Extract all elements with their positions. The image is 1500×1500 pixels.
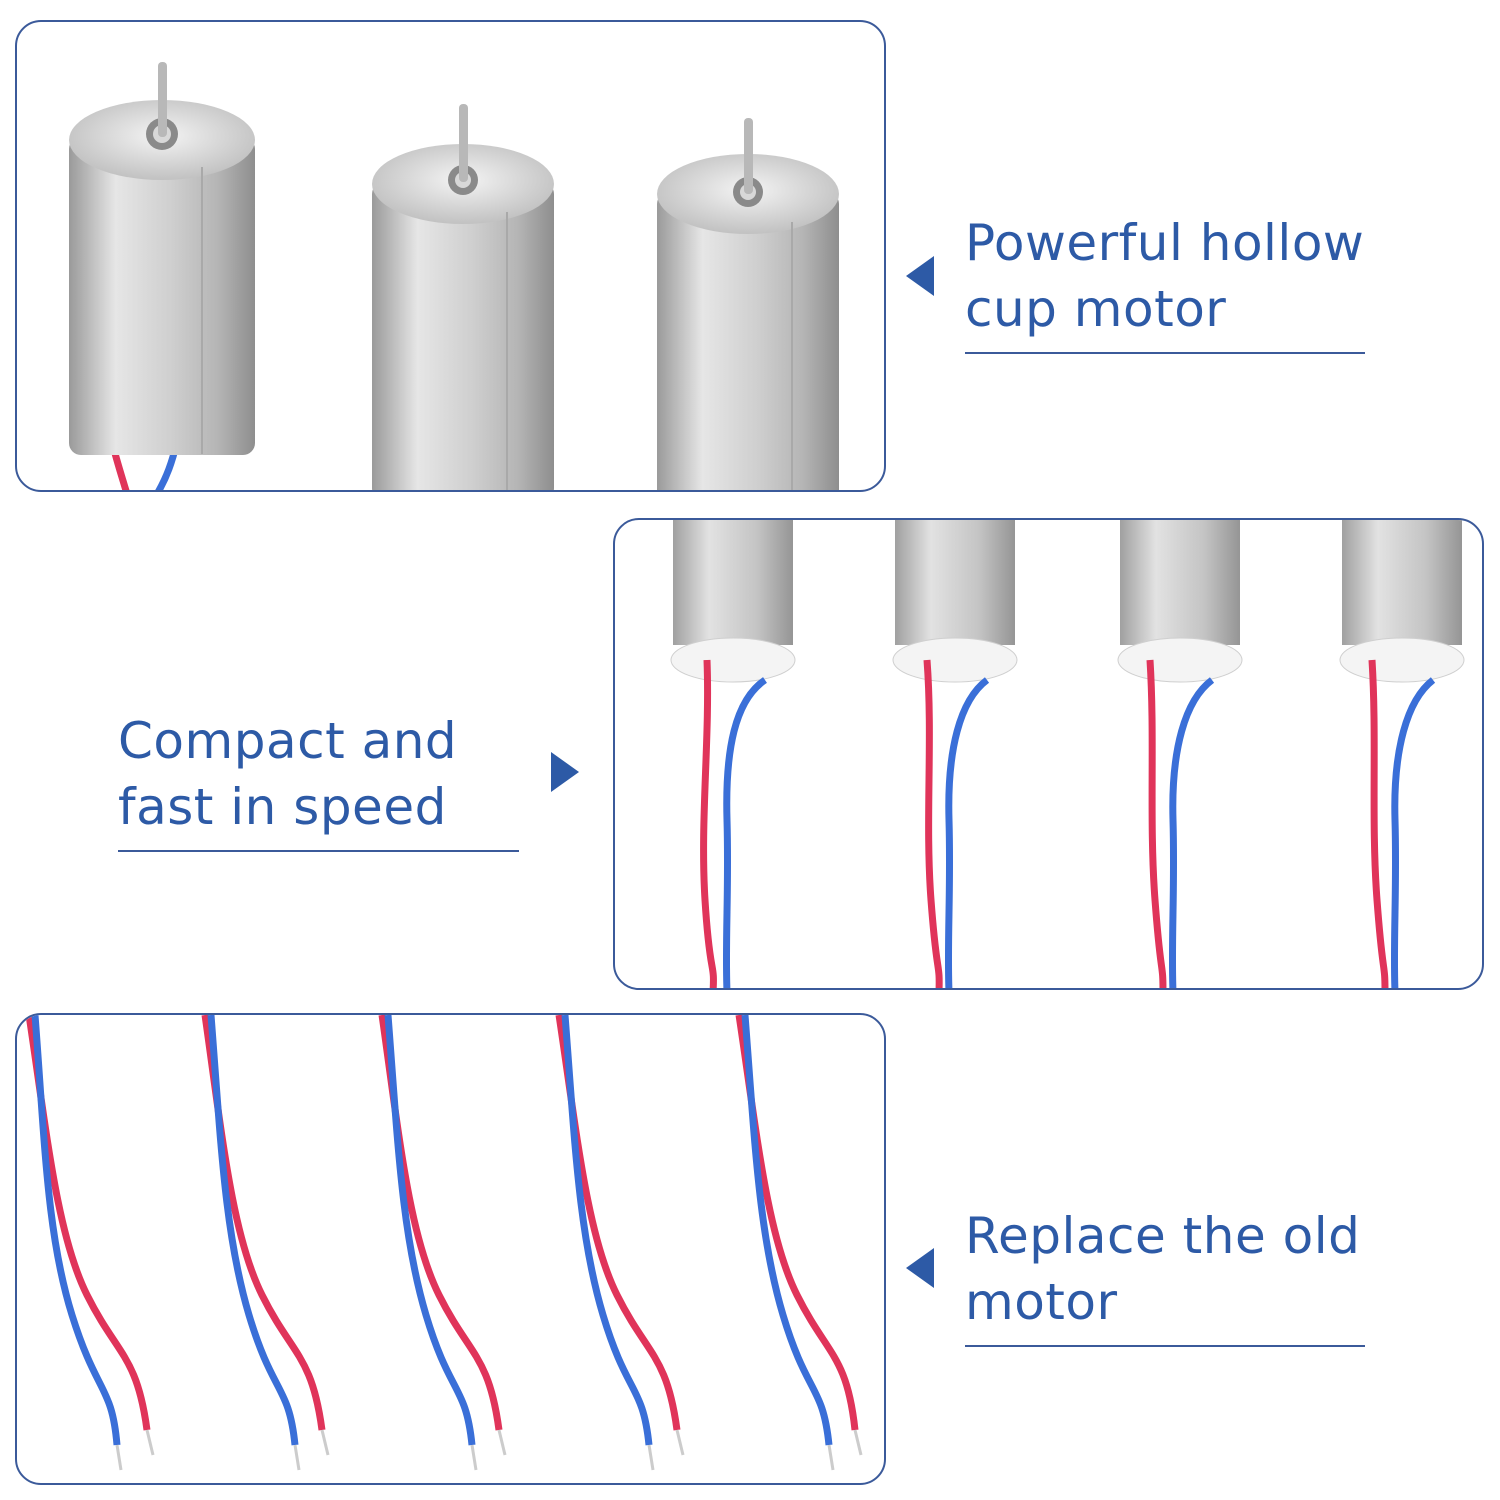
wire-pair-2 [201,1015,330,1471]
motor-top-view-photo [15,20,886,492]
feature-3-line-1: Replace the old [965,1207,1361,1265]
wire-pair-5 [735,1015,863,1471]
motor-bottom-4 [1339,520,1465,988]
motor-bottom-1 [670,520,796,988]
feature-2-line-2: fast in speed [118,778,447,836]
left-arrow-icon [906,1248,934,1288]
wire-pair-3 [378,1015,507,1471]
motor-wires-illustration [670,520,1465,988]
feature-1-line-1: Powerful hollow [965,214,1365,272]
motor-3 [657,118,839,490]
wire-pair-4 [555,1015,685,1471]
motor-wires-photo [613,518,1484,990]
feature-1-line-2: cup motor [965,280,1227,338]
motor-1 [69,62,255,455]
feature-caption-1: Powerful hollow cup motor [965,210,1365,354]
motor-top-view-illustration [69,62,839,490]
left-arrow-icon [906,256,934,296]
caption-underline [965,352,1365,354]
motor-2 [372,104,554,490]
wire-ends-illustration [25,1015,863,1471]
caption-underline [118,850,519,852]
motor-bottom-3 [1117,520,1243,988]
motor-bottom-2 [892,520,1018,988]
right-arrow-icon [551,752,579,792]
feature-caption-2: Compact and fast in speed [118,708,519,852]
wire-pair-1 [25,1015,155,1471]
wire-ends-photo [15,1013,886,1485]
feature-3-line-2: motor [965,1273,1118,1331]
feature-2-line-1: Compact and [118,712,458,770]
feature-caption-3: Replace the old motor [965,1203,1365,1347]
caption-underline [965,1345,1365,1347]
